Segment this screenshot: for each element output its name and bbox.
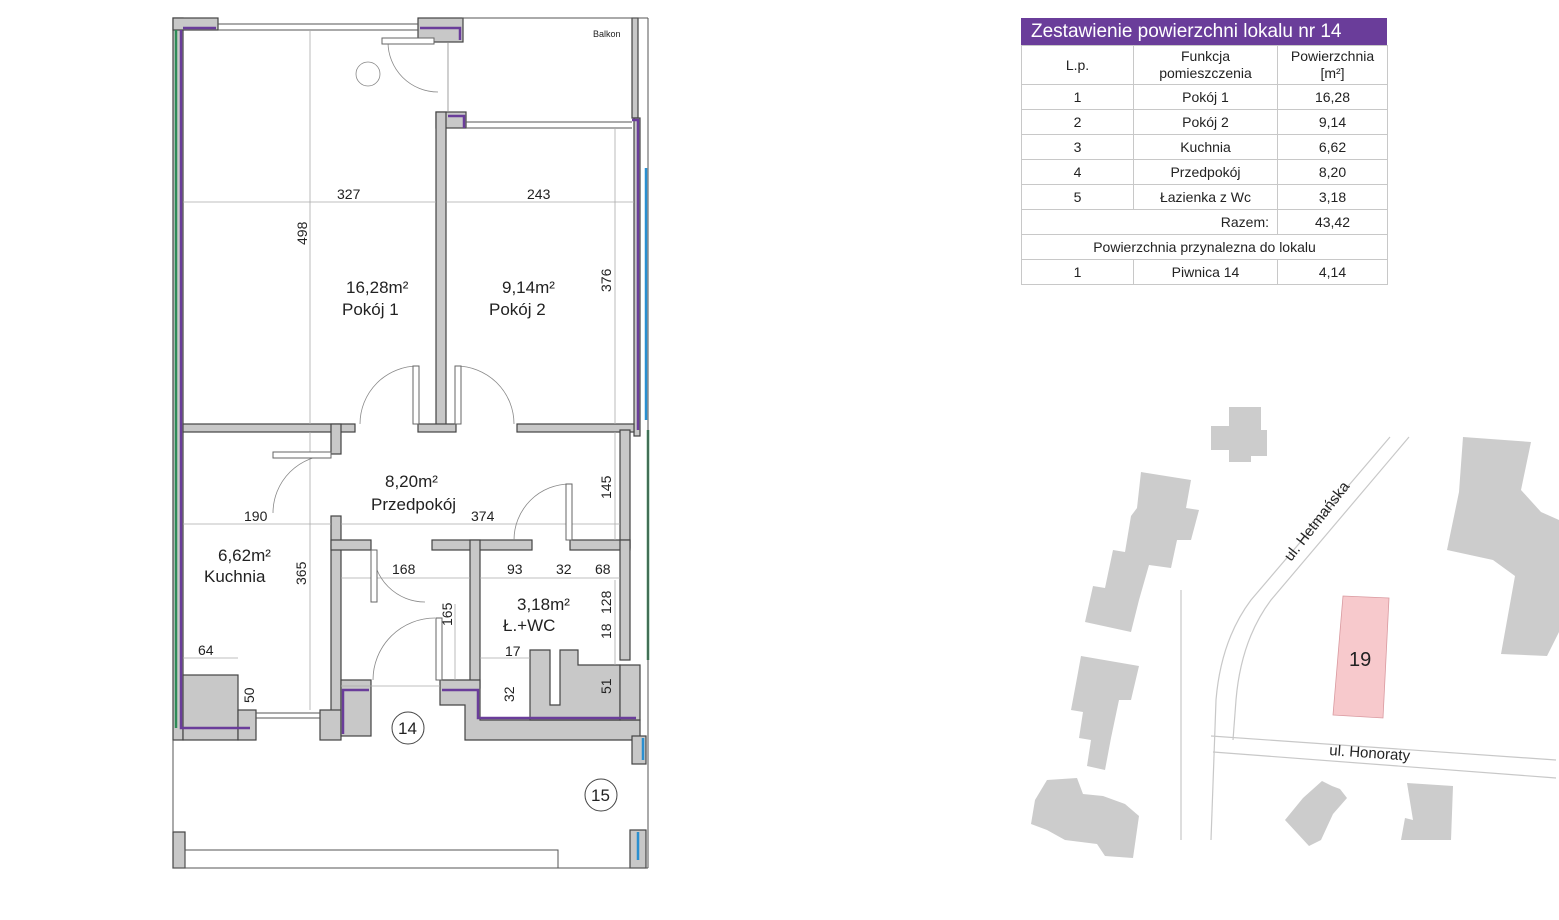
svg-text:14: 14 bbox=[398, 719, 417, 738]
room-area: 6,62m² bbox=[218, 546, 271, 565]
dimension-label: 145 bbox=[598, 475, 614, 499]
dimension-label: 18 bbox=[598, 623, 614, 639]
appurtenant-heading: Powierzchnia przynalezna do lokalu bbox=[1021, 234, 1388, 260]
dimension-labels: 327 243 498 376 145 190 374 365 168 93 3… bbox=[198, 186, 614, 703]
room-area: 8,20m² bbox=[385, 472, 438, 491]
floor-plan: Balkon 16,28m² Pokój 1 9,14m² Pokój 2 8,… bbox=[172, 17, 650, 869]
table-row: 1 Piwnica 14 4,14 bbox=[1021, 259, 1388, 285]
dimension-label: 376 bbox=[598, 268, 614, 292]
room-area: 16,28m² bbox=[346, 278, 409, 297]
table-row: 3 Kuchnia 6,62 bbox=[1021, 134, 1388, 160]
room-przedpokoj: 8,20m² Przedpokój bbox=[371, 472, 456, 514]
area-summary-table: Zestawienie powierzchni lokalu nr 14 L.p… bbox=[1021, 18, 1388, 285]
dimension-label: 190 bbox=[244, 508, 268, 524]
room-area: 3,18m² bbox=[517, 595, 570, 614]
header-lp: L.p. bbox=[1021, 45, 1134, 85]
appurtenant-heading-row: Powierzchnia przynalezna do lokalu bbox=[1021, 234, 1388, 260]
dimension-label: 17 bbox=[505, 643, 521, 659]
street-label-hetmanska: ul. Hetmańska bbox=[1281, 478, 1354, 565]
table-title: Zestawienie powierzchni lokalu nr 14 bbox=[1021, 18, 1387, 45]
streets bbox=[1180, 436, 1557, 841]
dimension-label: 32 bbox=[556, 561, 572, 577]
room-name: Kuchnia bbox=[204, 567, 266, 586]
dimension-label: 50 bbox=[241, 687, 257, 703]
unit-marker-14: 14 bbox=[391, 711, 425, 745]
dimension-label: 374 bbox=[471, 508, 495, 524]
balcony-label: Balkon bbox=[593, 29, 621, 39]
dimension-label: 165 bbox=[439, 602, 455, 626]
dimension-label: 32 bbox=[501, 686, 517, 702]
dimension-label: 64 bbox=[198, 642, 214, 658]
thin-lines bbox=[172, 17, 649, 869]
door-swings bbox=[272, 41, 571, 681]
room-name: Ł.+WC bbox=[503, 616, 555, 635]
room-pokoj-2: 9,14m² Pokój 2 bbox=[489, 278, 555, 319]
dimension-label: 128 bbox=[598, 590, 614, 614]
dimension-label: 168 bbox=[392, 561, 416, 577]
total-label: Razem: bbox=[1021, 209, 1278, 235]
total-value: 43,42 bbox=[1277, 209, 1388, 235]
room-name: Pokój 1 bbox=[342, 300, 399, 319]
dimension-lines bbox=[183, 30, 634, 710]
buildings bbox=[1031, 407, 1559, 858]
table-row: 5 Łazienka z Wc 3,18 bbox=[1021, 184, 1388, 210]
street-label-honoraty: ul. Honoraty bbox=[1329, 742, 1411, 765]
unit-marker-15: 15 bbox=[584, 778, 618, 812]
dimension-label: 498 bbox=[294, 221, 310, 245]
room-name: Pokój 2 bbox=[489, 300, 546, 319]
table-total-row: Razem: 43,42 bbox=[1021, 209, 1388, 235]
dimension-label: 327 bbox=[337, 186, 361, 202]
dimension-label: 93 bbox=[507, 561, 523, 577]
building-number: 19 bbox=[1349, 649, 1371, 671]
svg-text:15: 15 bbox=[591, 786, 610, 805]
room-pokoj-1: 16,28m² Pokój 1 bbox=[342, 278, 409, 319]
site-map: 19 ul. Hetmańska ul. Honoraty bbox=[1031, 407, 1559, 858]
table-row: 4 Przedpokój 8,20 bbox=[1021, 159, 1388, 185]
dimension-label: 365 bbox=[293, 561, 309, 585]
door-leaves bbox=[272, 37, 573, 681]
dimension-label: 51 bbox=[598, 678, 614, 694]
dimension-label: 68 bbox=[595, 561, 611, 577]
room-lazienka: 3,18m² Ł.+WC bbox=[503, 595, 570, 635]
dimension-label: 243 bbox=[527, 186, 551, 202]
room-kuchnia: 6,62m² Kuchnia bbox=[204, 546, 271, 586]
building-19: 19 bbox=[1332, 595, 1390, 719]
header-area: Powierzchnia[m²] bbox=[1277, 45, 1388, 85]
room-name: Przedpokój bbox=[371, 495, 456, 514]
table-row: 1 Pokój 1 16,28 bbox=[1021, 84, 1388, 110]
table-row: 2 Pokój 2 9,14 bbox=[1021, 109, 1388, 135]
room-area: 9,14m² bbox=[502, 278, 555, 297]
